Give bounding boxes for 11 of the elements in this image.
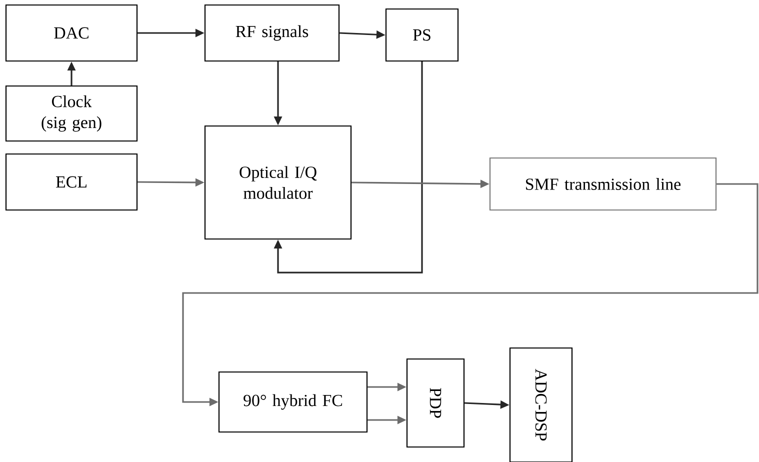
process-box: SMF transmission line: [489, 157, 717, 211]
process-box: ADC-DSP: [509, 347, 573, 462]
process-box: Optical I/Q modulator: [204, 125, 352, 240]
process-box: DAC: [5, 4, 138, 62]
process-box: PS: [385, 8, 459, 62]
arrow: [274, 62, 423, 274]
process-box: RF signals: [204, 4, 340, 62]
process-box: PDP: [406, 358, 465, 448]
process-box: Clock (sig gen): [5, 85, 138, 142]
process-box: ECL: [5, 153, 138, 211]
process-box: 90° hybrid FC: [218, 371, 368, 433]
